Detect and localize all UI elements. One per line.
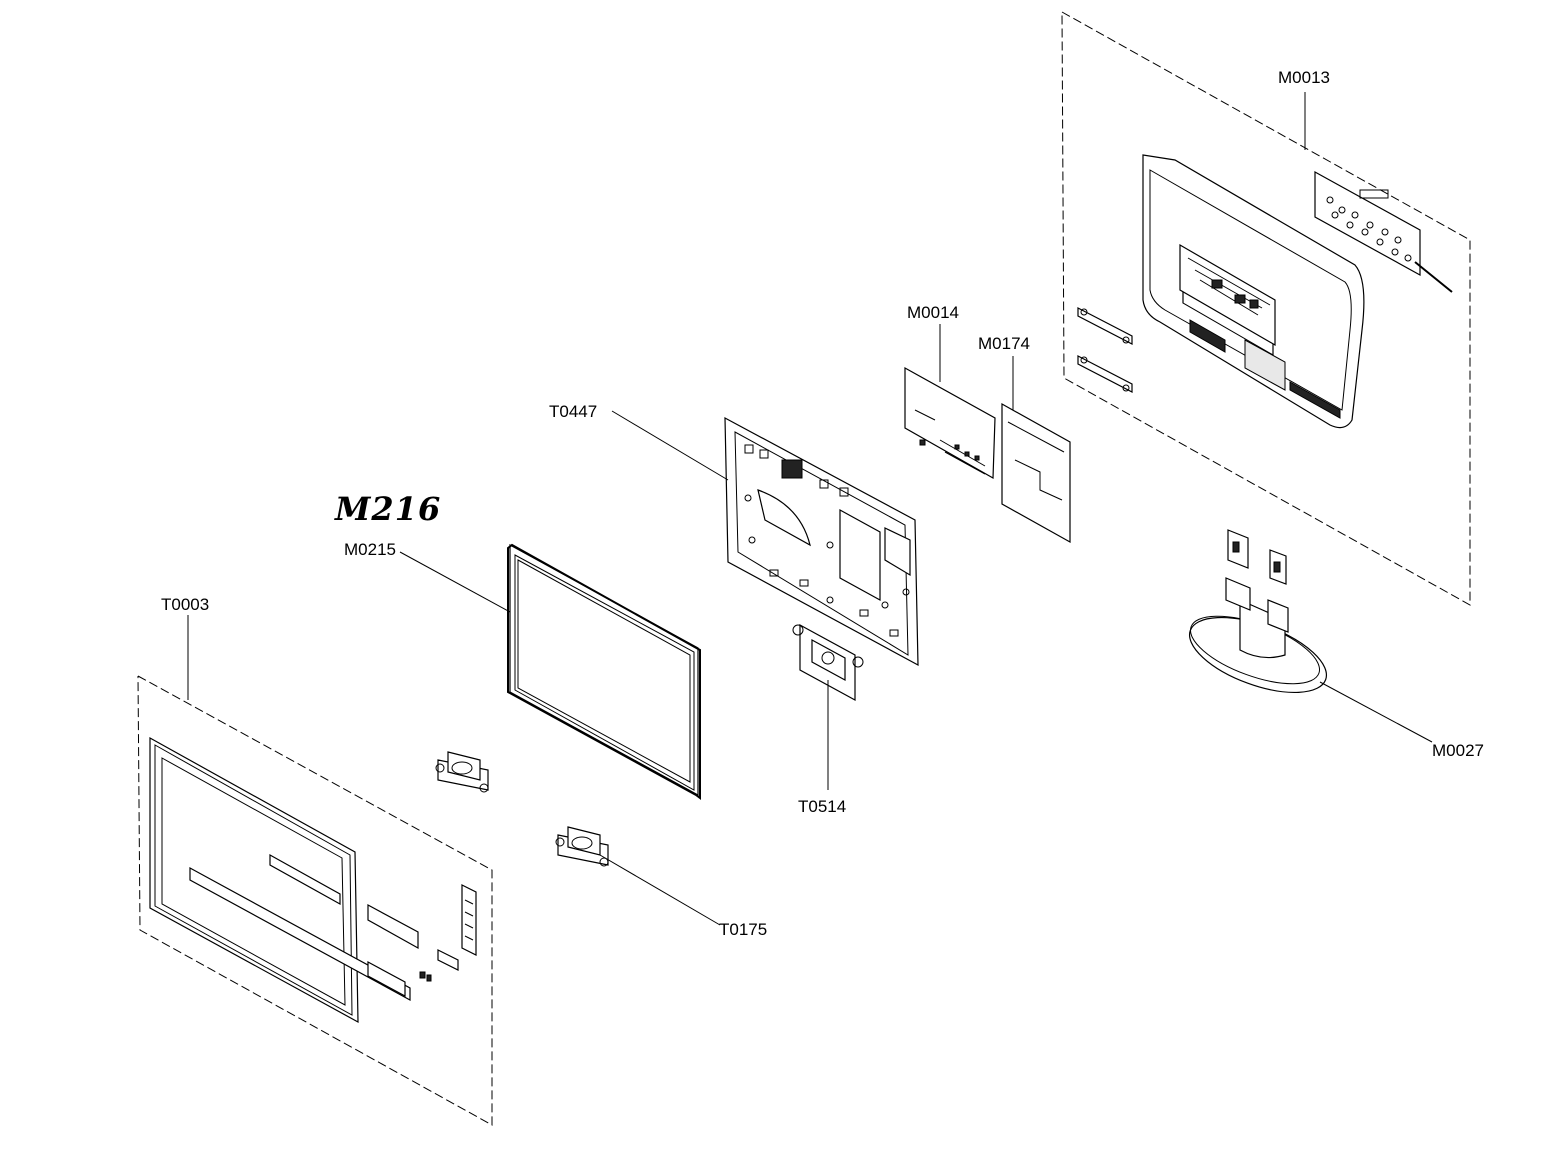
speaker-left-part[interactable]: [435, 751, 489, 793]
model-title: M216: [334, 490, 441, 528]
lcd-panel-part[interactable]: [507, 543, 701, 800]
chassis-bracket-part[interactable]: [724, 416, 919, 667]
main-board-part[interactable]: [904, 366, 996, 480]
callout-T0514: T0514: [798, 797, 846, 816]
callout-M0014: M0014: [907, 303, 959, 322]
callout-T0447: T0447: [549, 402, 597, 421]
callout-M0174: M0174: [978, 334, 1030, 353]
speaker-bracket-part[interactable]: [792, 623, 864, 702]
callout-M0013: M0013: [1278, 68, 1330, 87]
callout-M0027: M0027: [1432, 741, 1484, 760]
speaker-right-part[interactable]: [555, 826, 609, 867]
rear-cover-part[interactable]: [1061, 11, 1471, 606]
front-bezel-part[interactable]: [137, 675, 493, 1126]
callout-T0003: T0003: [161, 595, 209, 614]
stand-base-part[interactable]: [1180, 529, 1336, 708]
leader-lines: [187, 92, 1433, 926]
callout-M0215: M0215: [344, 540, 396, 559]
shield-plate-part[interactable]: [1001, 402, 1071, 544]
callout-T0175: T0175: [719, 920, 767, 939]
